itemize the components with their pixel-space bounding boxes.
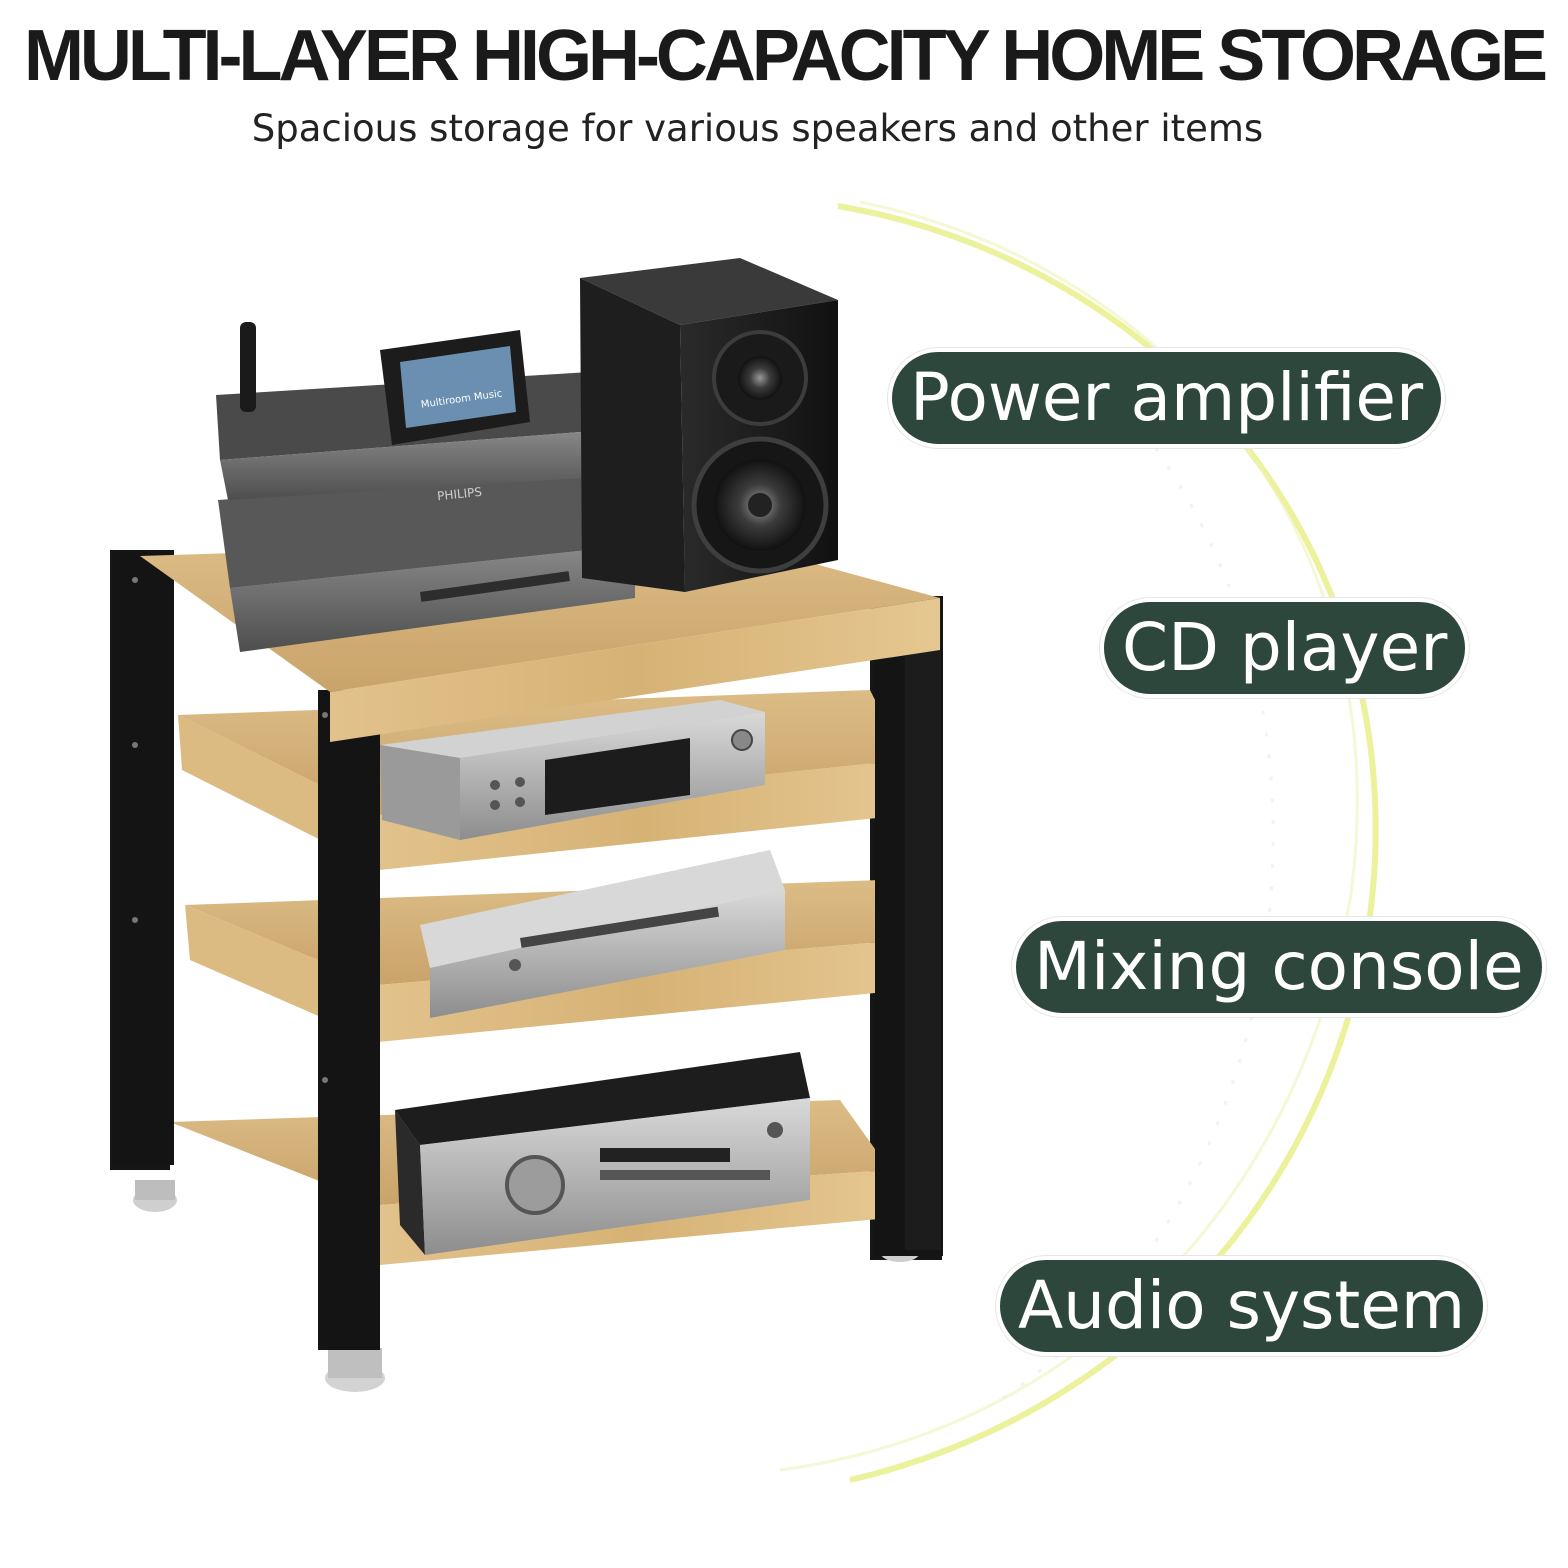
label-mixing-console: Mixing console <box>1012 917 1546 1017</box>
rack-frame-front <box>112 550 943 1350</box>
network-player-device: PHILIPS Multiroom Music <box>216 322 635 652</box>
label-power-amplifier: Power amplifier <box>888 348 1446 448</box>
audio-system-device <box>395 1052 810 1255</box>
decorative-arc <box>779 200 1379 1483</box>
page-subtitle: Spacious storage for various speakers an… <box>251 107 1264 150</box>
label-audio-system: Audio system <box>996 1256 1488 1356</box>
device-brand-text: PHILIPS <box>437 485 483 504</box>
speaker-device <box>580 258 838 592</box>
mixing-console-device <box>420 850 785 1018</box>
cd-player-device <box>380 700 765 840</box>
label-cd-player: CD player <box>1100 598 1470 698</box>
page-title: MULTI-LAYER HIGH-CAPACITY HOME STORAGE <box>23 16 1548 96</box>
